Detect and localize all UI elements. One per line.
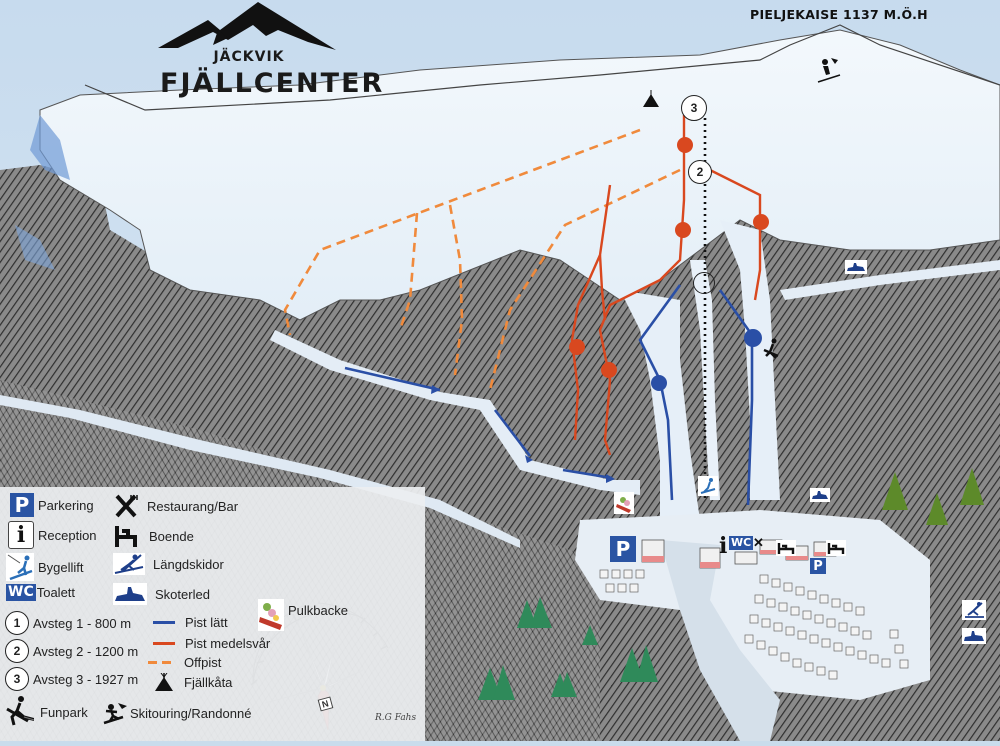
legend-item-boende: Boende: [113, 523, 194, 549]
parking-village-marker[interactable]: P: [810, 558, 826, 574]
legend-item-avsteg-1: 1 Avsteg 1 - 800 m: [5, 611, 131, 635]
legend-item-pulkbacke: Pulkbacke: [258, 599, 348, 631]
map-legend: P Parkering i Reception Bygellift WC Toa…: [0, 487, 425, 741]
fjallkata-map-icon: [643, 90, 659, 107]
avsteg-2-marker[interactable]: 2: [688, 160, 712, 184]
snowmobile-marker-icon[interactable]: [962, 628, 986, 644]
wc-marker[interactable]: WC: [729, 536, 754, 550]
logo-title: FJÄLLCENTER: [160, 68, 385, 99]
funpark-marker-icon[interactable]: [760, 338, 782, 368]
peak-label: PIELJEKAISE 1137 M.Ö.H: [750, 7, 928, 22]
legend-item-skoterled: Skoterled: [113, 583, 210, 605]
legend-item-offpist: Offpist: [148, 655, 221, 670]
legend-item-avsteg-2: 2 Avsteg 2 - 1200 m: [5, 639, 138, 663]
reception-icon: i: [8, 521, 34, 549]
pist-latt-line-icon: [153, 621, 175, 624]
avsteg-1-icon: 1: [5, 611, 29, 635]
avsteg-3-marker[interactable]: 3: [681, 95, 707, 121]
avsteg-2-icon: 2: [5, 639, 29, 663]
legend-item-avsteg-3: 3 Avsteg 3 - 1927 m: [5, 667, 138, 691]
avsteg-3-icon: 3: [5, 667, 29, 691]
snowmobile-icon: [113, 583, 147, 605]
funpark-icon: [6, 696, 34, 726]
legend-item-langdskidor: Längdskidor: [113, 553, 224, 575]
bygellift-icon: [6, 553, 34, 581]
parking-icon: P: [10, 493, 34, 517]
legend-item-restaurang: Restaurang/Bar: [113, 493, 238, 519]
lodging-marker-icon[interactable]: [826, 540, 846, 556]
legend-item-pist-medelsvar: Pist medelsvår: [153, 636, 270, 651]
parking-main-marker[interactable]: P: [610, 536, 636, 562]
pist-medelsvar-line-icon: [153, 642, 175, 645]
legend-item-pist-latt: Pist lätt: [153, 615, 228, 630]
compass-north-label: N: [317, 696, 333, 712]
legend-item-skitouring: Skitouring/Randonné: [103, 701, 251, 725]
artist-signature: R.G Fahs: [375, 713, 417, 723]
restaurant-icon: [115, 494, 138, 518]
reception-marker[interactable]: i: [719, 533, 728, 559]
pulkbacke-marker-icon[interactable]: [614, 492, 634, 514]
bygellift-marker-icon[interactable]: [698, 476, 718, 496]
legend-item-fjallkata: Fjällkåta: [154, 673, 232, 691]
sled-icon: [258, 599, 284, 631]
legend-item-bygellift: Bygellift: [6, 553, 84, 581]
lodging-icon: [115, 526, 137, 547]
restaurant-marker[interactable]: ✕: [753, 535, 764, 550]
cross-country-icon: [113, 553, 145, 575]
tree-cluster: [478, 468, 984, 700]
snowmobile-marker-icon[interactable]: [810, 488, 830, 502]
legend-item-reception: i Reception: [8, 521, 97, 549]
logo-subtitle: JÄCKVIK: [213, 49, 285, 65]
offpist-dashed-line-icon: [148, 661, 172, 664]
skitouring-icon: [103, 703, 127, 725]
logo-mountain-icon: [158, 2, 336, 50]
legend-item-parkering: P Parkering: [10, 493, 94, 517]
avsteg-1-marker[interactable]: [693, 272, 715, 294]
lodging-marker-icon[interactable]: [776, 540, 796, 556]
cross-country-marker-icon[interactable]: [962, 600, 986, 620]
legend-item-toalett: WC Toalett: [6, 584, 76, 601]
tent-icon: [155, 673, 173, 691]
skier-map-icon: [817, 58, 841, 83]
legend-item-funpark: Funpark: [4, 695, 88, 729]
wc-icon: WC: [6, 584, 36, 601]
snowmobile-marker-icon[interactable]: [845, 260, 867, 274]
